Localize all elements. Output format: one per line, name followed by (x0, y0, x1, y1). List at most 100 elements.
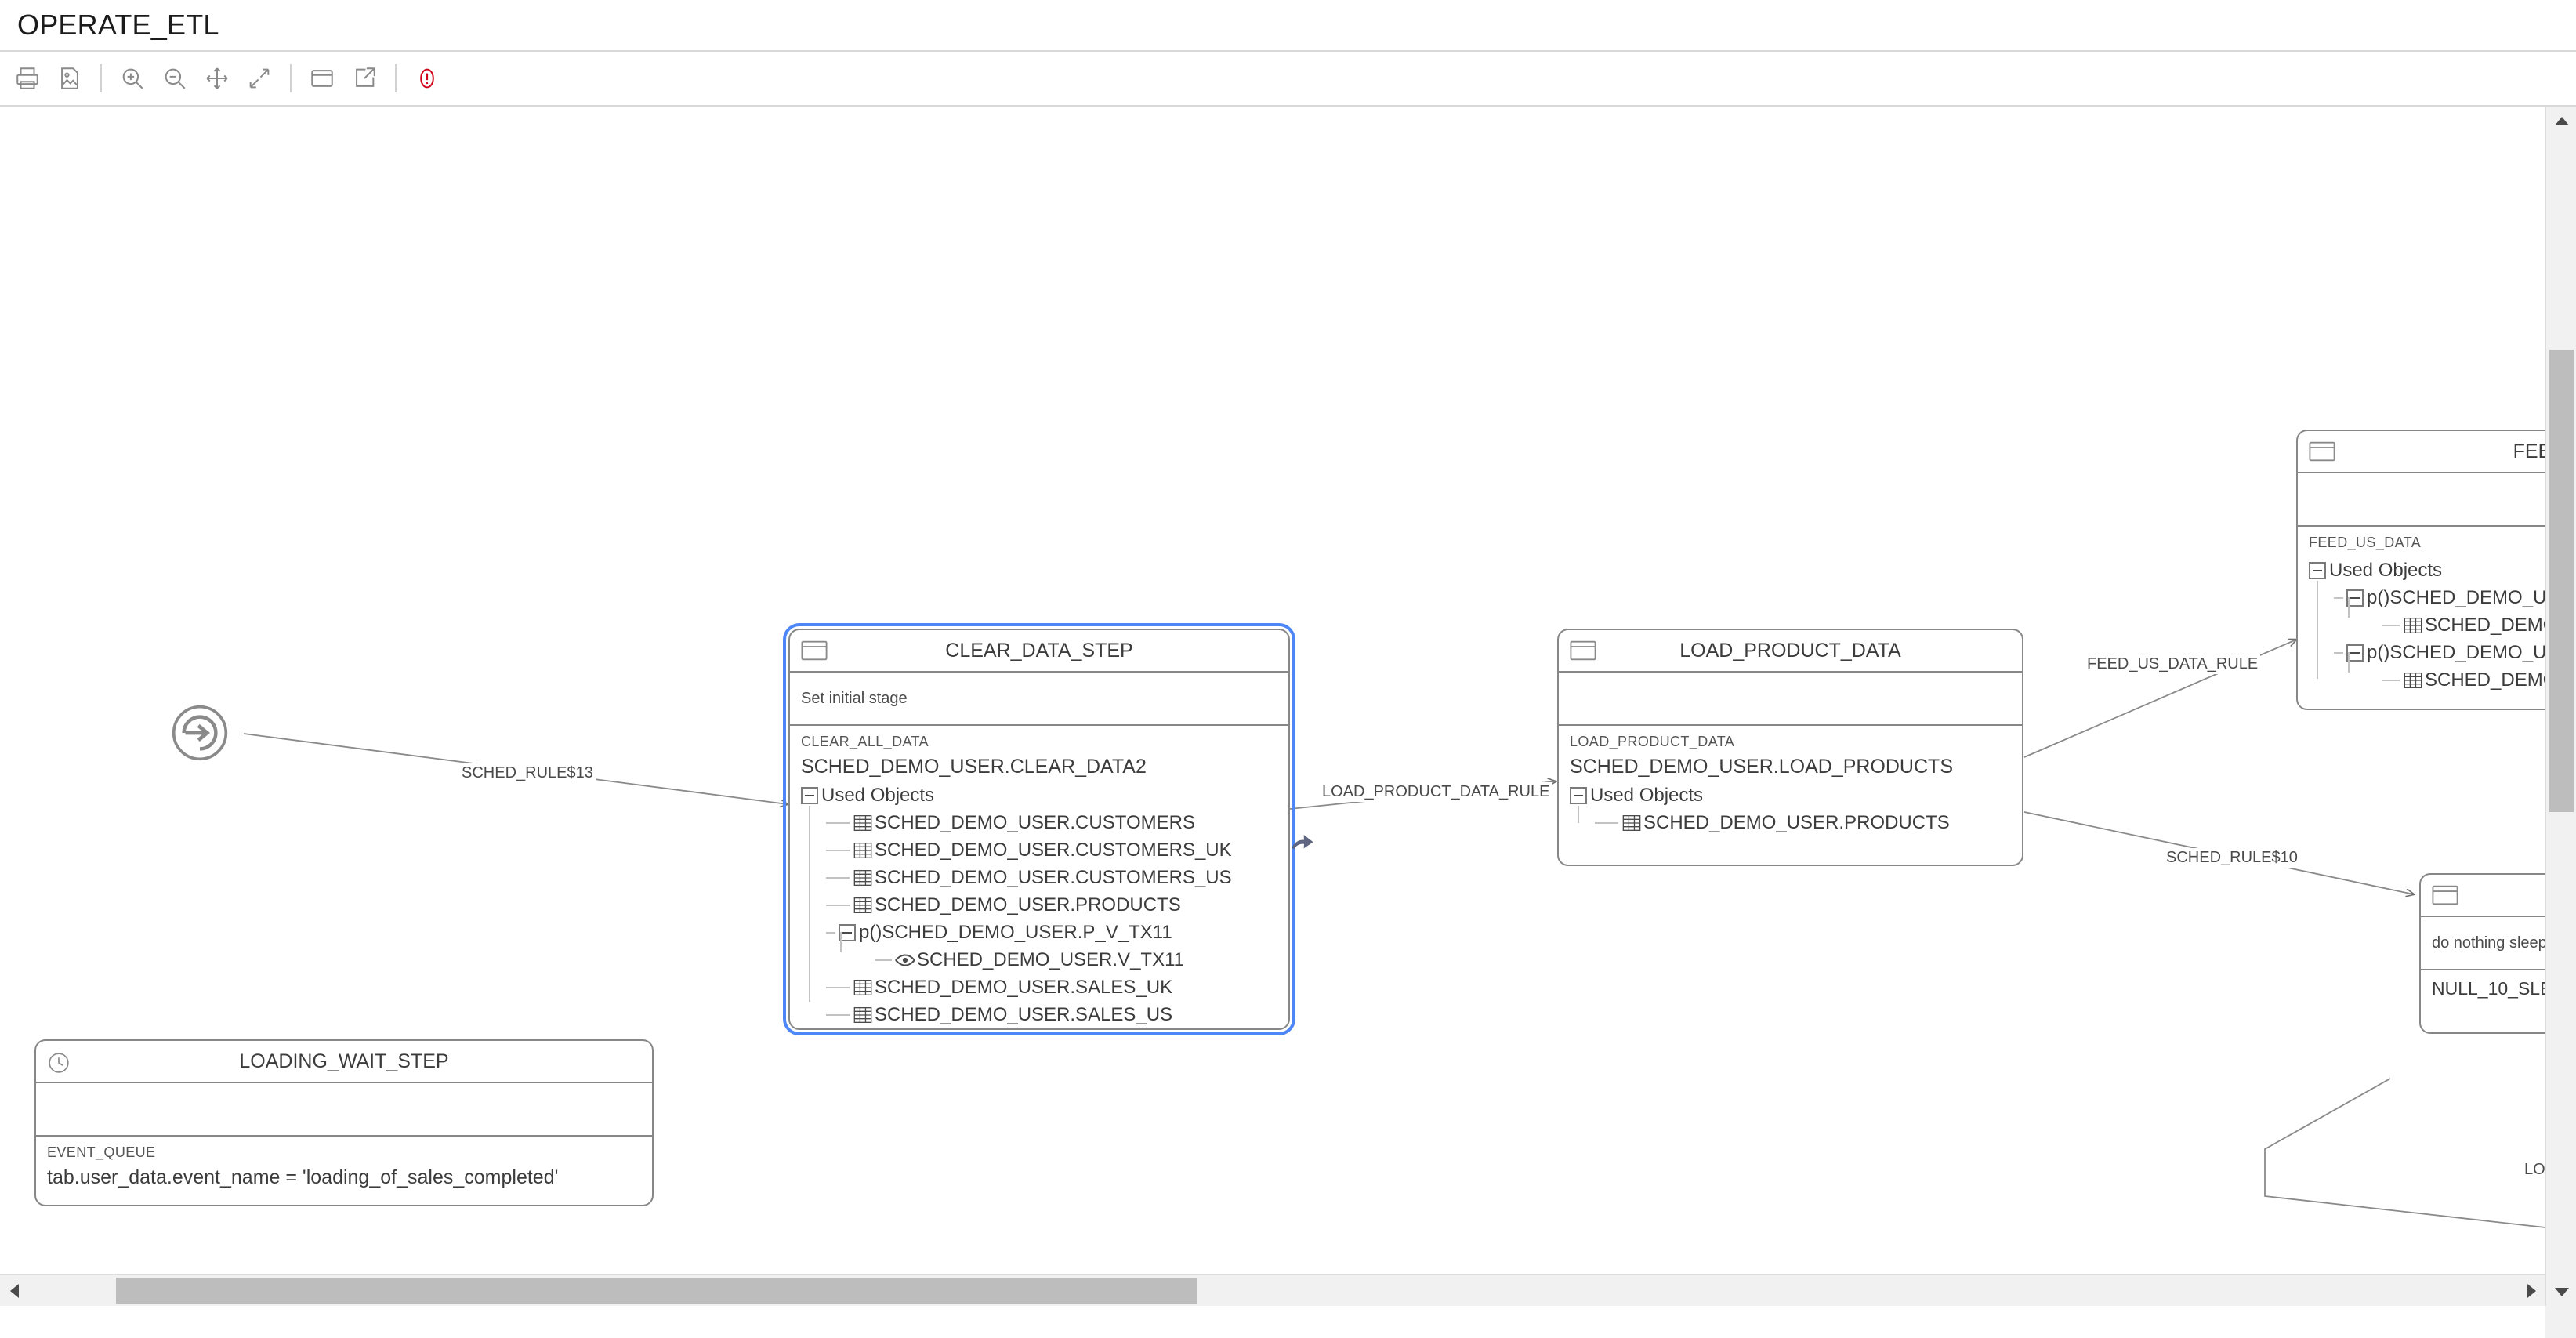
tree-item-products[interactable]: SCHED_DEMO_USER.PRODUCTS (801, 891, 1277, 919)
collapse-icon[interactable] (1570, 786, 1587, 804)
node-description: do nothing sleep 10 se (2421, 917, 2576, 970)
legend-button[interactable] (301, 57, 343, 100)
scroll-up-button[interactable] (2546, 107, 2576, 135)
tree-item-table-2[interactable]: SCHED_DEMO_US (2309, 652, 2576, 694)
table-icon (1621, 814, 1642, 832)
diagram-canvas[interactable]: SCHED_RULE$13 LOAD_PRODUCT_DATA_RULE FEE… (0, 107, 2576, 1306)
collapse-icon[interactable] (2346, 644, 2364, 662)
tree-item-p-v-tx11[interactable]: p() SCHED_DEMO_USER.P_V_TX11 (801, 919, 1277, 946)
tree-vline (2348, 652, 2350, 673)
tree-item-label: SCHED_DEMO_USER.CUSTOMERS_UK (875, 839, 1232, 861)
edge-label-sched-rule-13: SCHED_RULE$13 (459, 763, 596, 783)
node-main-label: tab.user_data.event_name = 'loading_of_s… (47, 1166, 559, 1188)
diagram-canvas-viewport[interactable]: SCHED_RULE$13 LOAD_PRODUCT_DATA_RULE FEE… (0, 107, 2576, 1338)
step-window-icon (801, 640, 828, 661)
tree-item-label: SCHED_DEMO_USER (2389, 586, 2576, 608)
tree-item-table-1[interactable]: SCHED_DEMO_US (2309, 597, 2576, 639)
mouse-cursor (1289, 832, 1321, 858)
tree-node-label: Used Objects (1590, 784, 1704, 806)
print-button[interactable] (6, 57, 49, 100)
node-description (2298, 473, 2576, 527)
tree-branch-line (826, 821, 850, 824)
node-loading-wait-step[interactable]: LOADING_WAIT_STEP EVENT_QUEUE tab.user_d… (34, 1039, 654, 1206)
node-feed-us-data[interactable]: FEED FEED_US_DATA Used Objects p() SCHED… (2296, 430, 2576, 710)
tree-branch-line (2382, 624, 2400, 626)
collapse-icon[interactable] (2346, 589, 2364, 607)
tree-branch-line (826, 904, 850, 906)
node-title: LOAD_PRODUCT_DATA (1679, 639, 1901, 662)
edge-label-feed-us-data-rule: FEED_US_DATA_RULE (2085, 654, 2261, 674)
fit-to-screen-icon (246, 65, 273, 92)
table-icon (853, 896, 873, 915)
collapse-icon[interactable] (2309, 561, 2326, 579)
horizontal-scrollbar[interactable] (0, 1274, 2545, 1306)
node-title: LOADING_WAIT_STEP (239, 1050, 449, 1072)
scroll-left-button[interactable] (0, 1275, 28, 1307)
tree-item-label: SCHED_DEMO_USER (2389, 641, 2576, 663)
tree-branch-line (826, 986, 850, 988)
node-body: FEED_US_DATA Used Objects p() SCHED_DEMO… (2298, 527, 2576, 705)
node-description (1559, 673, 2022, 726)
node-description (36, 1083, 652, 1137)
tree-node-label: Used Objects (821, 784, 935, 806)
collapse-icon[interactable] (801, 786, 818, 804)
node-load-product-data[interactable]: LOAD_PRODUCT_DATA LOAD_PRODUCT_DATA SCHE… (1557, 629, 2023, 866)
tree-vline (2317, 581, 2318, 679)
open-external-button[interactable] (343, 57, 386, 100)
tree-node-label: Used Objects (2329, 559, 2443, 581)
table-icon (853, 978, 873, 997)
table-icon (2403, 671, 2423, 690)
tree-item-customers[interactable]: SCHED_DEMO_USER.CUSTOMERS (801, 809, 1277, 836)
horizontal-scrollbar-thumb[interactable] (116, 1278, 1197, 1304)
pan-button[interactable] (196, 57, 238, 100)
tree-item-sales-uk[interactable]: SCHED_DEMO_USER.SALES_UK (801, 974, 1277, 1001)
tree-vline (1578, 806, 1579, 823)
table-icon (853, 1006, 873, 1024)
save-as-image-button[interactable] (49, 57, 91, 100)
tree-node-used-objects[interactable]: Used Objects (2309, 557, 2576, 584)
tree-node-used-objects[interactable]: Used Objects (801, 781, 1277, 809)
tree-branch-line (875, 959, 892, 961)
tree-item-customers-uk[interactable]: SCHED_DEMO_USER.CUSTOMERS_UK (801, 836, 1277, 864)
tree-item-products[interactable]: SCHED_DEMO_USER.PRODUCTS (1570, 809, 2011, 836)
error-button[interactable] (406, 57, 448, 100)
procedure-icon: p() (2367, 586, 2390, 608)
tree-item-proc-2[interactable]: p() SCHED_DEMO_USER (2309, 639, 2576, 666)
node-clear-data-step[interactable]: CLEAR_DATA_STEP Set initial stage CLEAR_… (783, 623, 1295, 1035)
clock-icon (47, 1051, 74, 1073)
node-description: Set initial stage (790, 673, 1288, 726)
zoom-out-button[interactable] (154, 57, 196, 100)
error-icon (414, 65, 440, 92)
node-header: CLEAR_DATA_STEP (790, 630, 1288, 673)
tree-branch-line (2334, 651, 2343, 654)
tree-item-label: SCHED_DEMO_USER.SALES_US (875, 1003, 1173, 1025)
tree-item-label: SCHED_DEMO_USER.V_TX11 (917, 948, 1184, 970)
fit-to-screen-button[interactable] (238, 57, 281, 100)
table-icon (853, 814, 873, 832)
vertical-scrollbar-thumb[interactable] (2549, 350, 2574, 812)
table-icon (2403, 616, 2423, 635)
scroll-right-button[interactable] (2517, 1275, 2545, 1307)
zoom-in-button[interactable] (111, 57, 154, 100)
procedure-icon: p() (859, 921, 882, 943)
window-icon (309, 65, 335, 92)
tree-item-v-tx11[interactable]: SCHED_DEMO_USER.V_TX11 (801, 932, 1277, 974)
node-header: LOADING_WAIT_STEP (36, 1041, 652, 1083)
tree-item-proc-1[interactable]: p() SCHED_DEMO_USER (2309, 584, 2576, 611)
toolbar (0, 52, 2576, 107)
save-as-image-icon (56, 65, 83, 92)
pan-icon (204, 65, 230, 92)
tree-item-sales-us[interactable]: SCHED_DEMO_USER.SALES_US (801, 1001, 1277, 1028)
tree-branch-line (826, 849, 850, 851)
tree-vline (809, 806, 810, 1002)
tree-node-used-objects[interactable]: Used Objects (1570, 781, 2011, 809)
vertical-scrollbar[interactable] (2545, 107, 2576, 1306)
start-node[interactable] (171, 704, 229, 762)
scroll-down-button[interactable] (2546, 1278, 2576, 1306)
open-external-icon (351, 65, 378, 92)
collapse-icon[interactable] (839, 923, 856, 941)
scrollbar-corner (2545, 1306, 2576, 1338)
tree-item-customers-us[interactable]: SCHED_DEMO_USER.CUSTOMERS_US (801, 864, 1277, 891)
table-icon (853, 868, 873, 887)
step-window-icon (2432, 885, 2458, 905)
